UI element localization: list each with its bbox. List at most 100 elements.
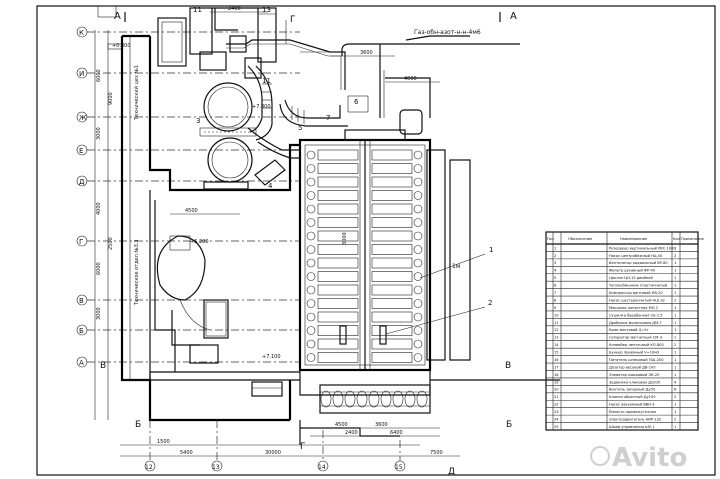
tank-cell bbox=[317, 257, 359, 269]
table-row-name: Электродвигатель АИР-132 bbox=[609, 417, 661, 421]
tank-circles bbox=[306, 150, 423, 362]
table-header-designation: Обозначение bbox=[568, 237, 592, 241]
table-row-name: Вентиль запорный Ду50 bbox=[609, 388, 656, 392]
svg-text:Б: Б bbox=[135, 420, 141, 430]
bottom-drum bbox=[344, 390, 356, 408]
tank-nozzle bbox=[306, 353, 316, 362]
lower-left-equipment bbox=[169, 235, 283, 397]
pipe-label: Газ-обн-азот-н-н-4м6 bbox=[414, 29, 481, 36]
left-dimensions: 6000 3000 4000 6000 3000 9000 2500 +0.30… bbox=[96, 43, 131, 320]
table-row-qty: 2 bbox=[674, 343, 676, 347]
tank-nozzle bbox=[413, 177, 423, 187]
svg-text:7: 7 bbox=[326, 114, 330, 122]
tank-nozzle bbox=[413, 150, 423, 160]
svg-text:2500: 2500 bbox=[108, 237, 114, 250]
svg-text:В: В bbox=[505, 361, 511, 371]
bottom-dimensions: 1500 5400 30000 7500 4500 3600 2400 6400… bbox=[100, 15, 512, 477]
axis-b: Б bbox=[76, 324, 300, 336]
table-header-pos: Поз. bbox=[547, 237, 555, 241]
svg-text:7500: 7500 bbox=[430, 450, 443, 456]
table-row-name: Бункер приёмный V=10м3 bbox=[609, 351, 659, 355]
table-row-name: Мешалка лопастная МЛ-2 bbox=[609, 306, 658, 310]
table-row-name: Кран мостовой Q=5т bbox=[609, 328, 649, 332]
tank-nozzle bbox=[413, 326, 423, 335]
table-row-pos: 1 bbox=[554, 246, 556, 250]
drawing-frame bbox=[36, 5, 716, 476]
tank-nozzle bbox=[306, 177, 316, 187]
tank-nozzle bbox=[413, 299, 423, 308]
svg-text:3000: 3000 bbox=[96, 307, 102, 320]
table-row-qty: 1 bbox=[674, 410, 676, 414]
table-row-qty: 1 bbox=[674, 365, 676, 369]
svg-text:6000: 6000 bbox=[96, 69, 102, 82]
table-row-qty: 2 bbox=[674, 395, 676, 399]
table-row-qty: 1 bbox=[674, 291, 676, 295]
table-row-qty: 2 bbox=[674, 298, 676, 302]
tank-cell bbox=[371, 230, 413, 242]
tank-cell bbox=[317, 176, 359, 188]
tank-nozzle bbox=[413, 204, 423, 214]
table-row-qty: 1 bbox=[674, 403, 676, 407]
right-note: 1м bbox=[452, 263, 460, 270]
svg-text:Б: Б bbox=[506, 420, 512, 430]
table-row-pos: 2 bbox=[554, 254, 556, 258]
table-row-name: Насос вакуумный ВВН-3 bbox=[609, 403, 655, 407]
table-row-qty: 1 bbox=[674, 313, 676, 317]
svg-text:4: 4 bbox=[268, 182, 273, 190]
tank-cells bbox=[317, 149, 413, 363]
pump-marker-left bbox=[339, 325, 347, 345]
bottom-drum bbox=[332, 390, 344, 408]
svg-text:В: В bbox=[100, 361, 106, 371]
tank-cell bbox=[371, 311, 413, 323]
table-row-pos: 15 bbox=[554, 351, 559, 355]
table-row-pos: 14 bbox=[554, 343, 559, 347]
svg-text:12: 12 bbox=[145, 464, 153, 471]
bottom-drum bbox=[416, 390, 428, 408]
bottom-drum bbox=[320, 390, 332, 408]
svg-text:Г: Г bbox=[300, 442, 306, 452]
svg-text:4000: 4000 bbox=[404, 76, 417, 82]
table-row-name: Клапан обратный Ду100 bbox=[609, 395, 656, 399]
cyclone-4 bbox=[207, 137, 253, 183]
table-header-qty: Кол. bbox=[673, 237, 681, 241]
tank-nozzle bbox=[413, 164, 423, 173]
svg-text:В: В bbox=[79, 297, 84, 305]
tank-cell bbox=[317, 217, 359, 228]
svg-text:5400: 5400 bbox=[180, 450, 193, 456]
tank-cell bbox=[371, 244, 413, 255]
duct-elbow-left bbox=[156, 235, 206, 301]
bottom-structures bbox=[122, 370, 560, 445]
table-row-qty: 1 bbox=[674, 336, 676, 340]
svg-text:4500: 4500 bbox=[185, 208, 198, 214]
svg-text:1: 1 bbox=[489, 246, 493, 254]
tank-nozzle bbox=[306, 150, 316, 160]
tank-cell bbox=[317, 352, 359, 363]
table-row-qty: 1 bbox=[674, 373, 676, 377]
tank-cell bbox=[317, 149, 359, 161]
pipelines-top: Газ-обн-азот-н-н-4м6 bbox=[300, 29, 520, 135]
svg-text:13: 13 bbox=[262, 6, 271, 14]
table-row-name: Дробилка молотковая ДМ-7 bbox=[609, 321, 662, 325]
table-row-pos: 11 bbox=[554, 321, 559, 325]
tank-cell bbox=[371, 176, 413, 188]
building-wall-inner bbox=[148, 36, 300, 192]
building-wall-west bbox=[120, 36, 290, 422]
table-row-qty: 1 bbox=[674, 321, 676, 325]
table-row-name: Сепаратор магнитный СМ-3 bbox=[609, 336, 662, 340]
table-header-name: Наименование bbox=[620, 237, 647, 241]
table-header-note: Примечание bbox=[681, 237, 704, 241]
side-panel bbox=[449, 159, 471, 361]
svg-text:4000: 4000 bbox=[96, 202, 102, 215]
table-row-qty: 1 bbox=[674, 306, 676, 310]
watermark-text: Avito bbox=[612, 443, 687, 473]
table-row-pos: 3 bbox=[554, 261, 556, 265]
table-row-pos: 21 bbox=[554, 395, 559, 399]
table-row-pos: 13 bbox=[554, 336, 559, 340]
svg-text:11: 11 bbox=[193, 6, 202, 14]
tank-cell bbox=[317, 244, 359, 255]
axis-k: К bbox=[76, 26, 300, 38]
table-row-name: Конвейер ленточный КЛ-800 bbox=[609, 343, 664, 347]
axis-zh: Ж bbox=[76, 111, 300, 123]
table-row-pos: 9 bbox=[554, 306, 557, 310]
svg-text:+7.800: +7.800 bbox=[252, 104, 271, 110]
